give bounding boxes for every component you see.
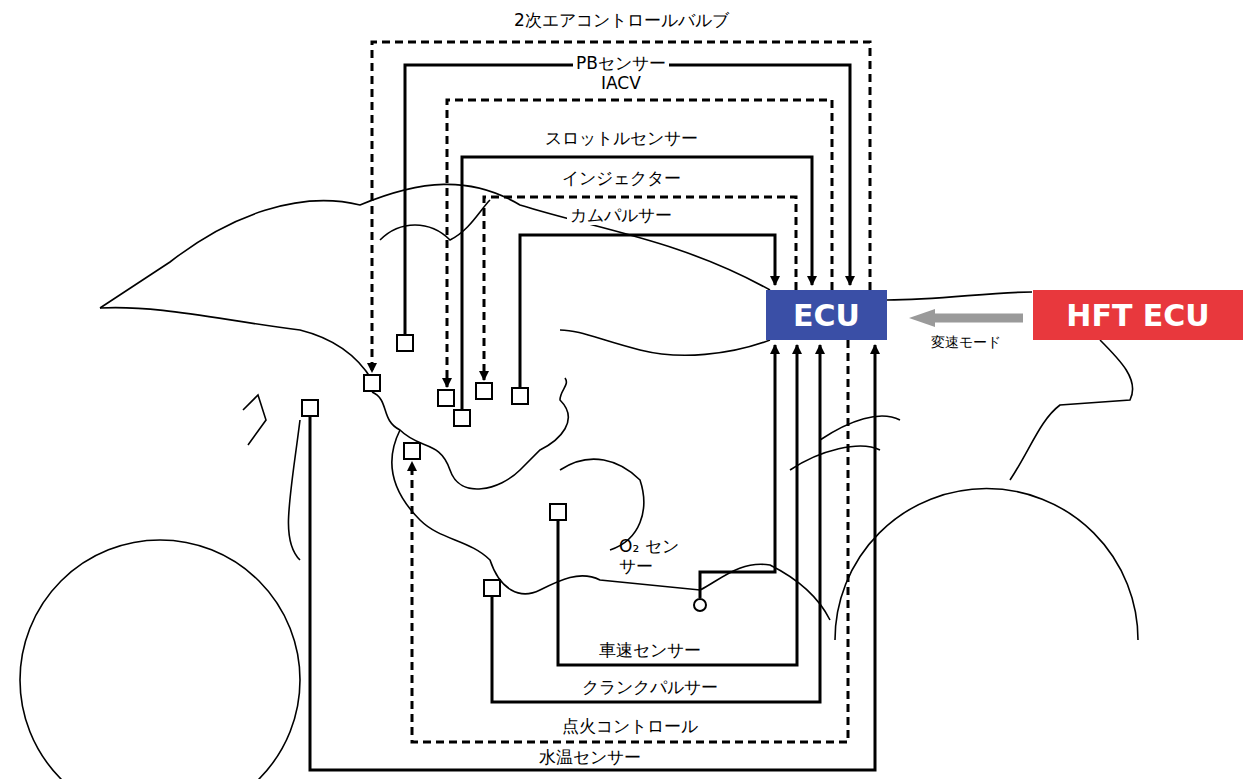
part-label: PBセンサー <box>573 53 669 73</box>
part-label: IACV <box>598 73 644 93</box>
part-label: クランクパルサー <box>579 677 721 697</box>
part-label: 水温センサー <box>536 747 644 767</box>
node-label: HFT ECU <box>1066 298 1209 333</box>
hft-ecu-box: HFT ECU <box>1033 290 1243 340</box>
signal-arrow <box>909 309 1023 327</box>
part-label: スロットルセンサー <box>542 128 701 148</box>
part-label: O₂ センサー <box>616 536 692 577</box>
node-label: ECU <box>793 298 860 333</box>
part-label: カムパルサー <box>567 205 675 225</box>
ecu-box: ECU <box>766 290 887 340</box>
part-label: 2次エアコントロールバルブ <box>511 10 732 30</box>
part-label: インジェクター <box>559 168 684 188</box>
part-label: 点火コントロール <box>559 716 701 736</box>
part-label: 車速センサー <box>596 640 704 660</box>
edge-label: 変速モード <box>928 334 1004 351</box>
